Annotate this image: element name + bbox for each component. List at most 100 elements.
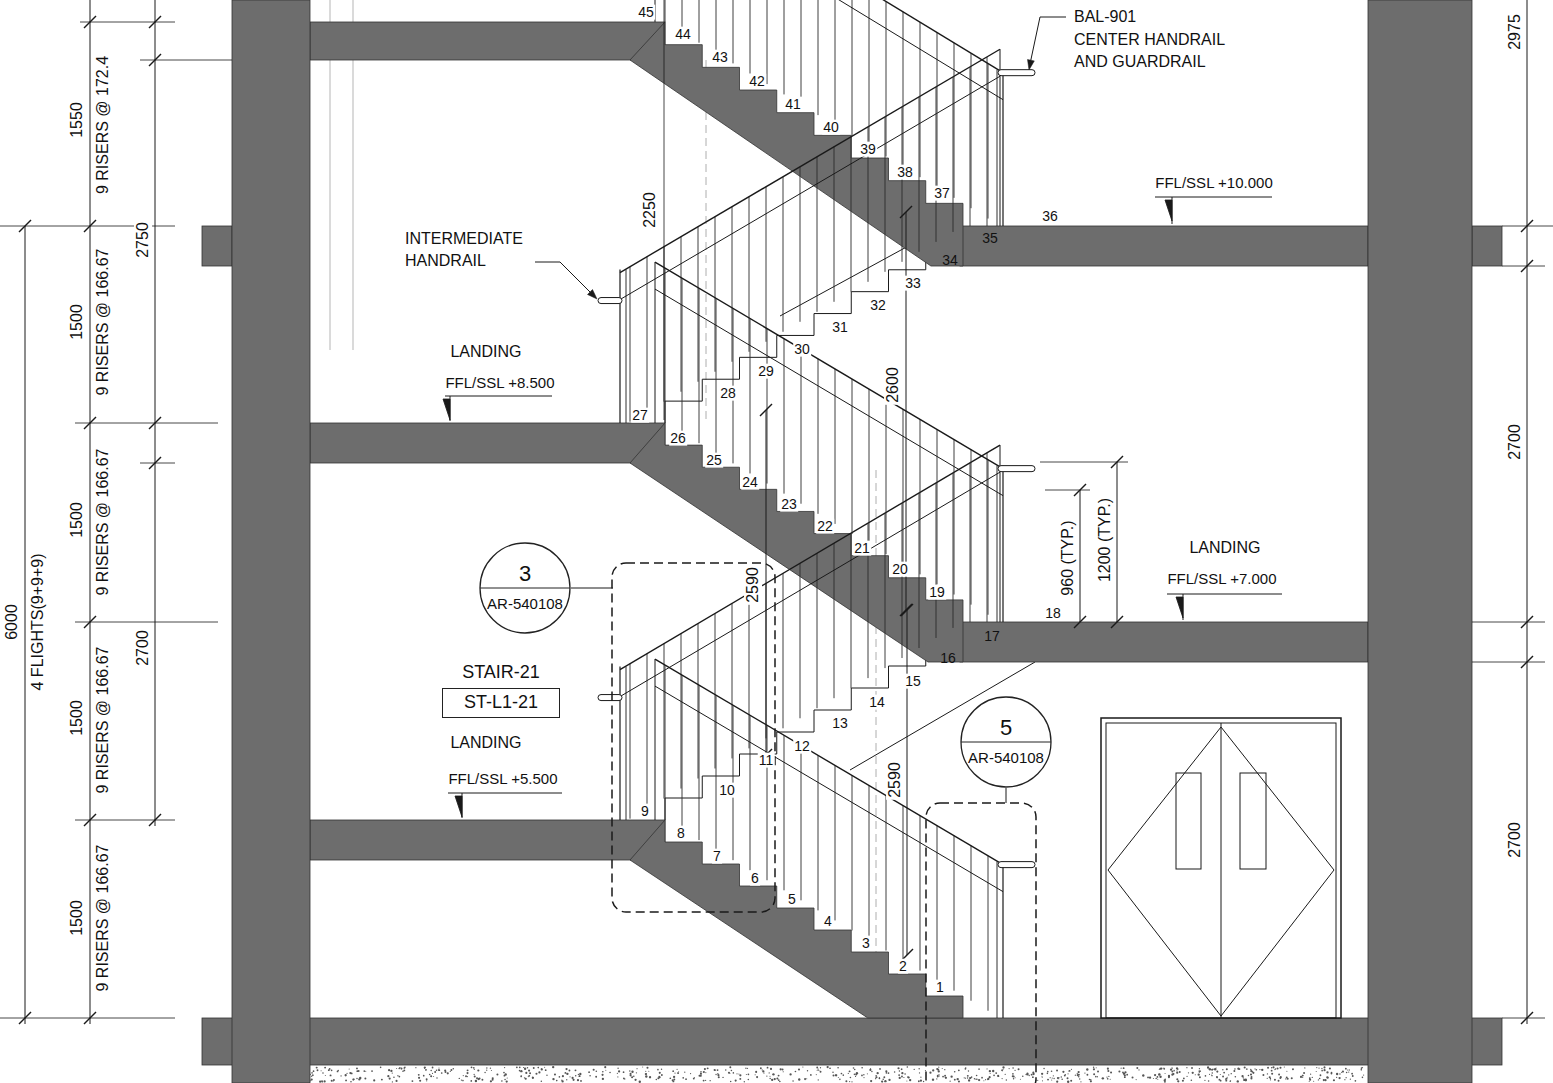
gravel-dot	[1310, 1074, 1311, 1075]
callout-number: 5	[1000, 717, 1012, 739]
extension-line	[0, 1018, 175, 1019]
step-number: 14	[868, 695, 886, 710]
gravel-dot	[1078, 1071, 1080, 1073]
gravel-dot	[1274, 1079, 1276, 1081]
gravel-dot	[490, 1080, 492, 1082]
baluster	[835, 369, 836, 524]
gravel-dot	[444, 1069, 446, 1071]
baluster	[988, 460, 989, 615]
gravel-dot	[537, 1067, 539, 1069]
gravel-dot	[533, 1067, 535, 1069]
gravel-dot	[1248, 1075, 1249, 1076]
gravel-dot	[633, 1075, 635, 1077]
gravel-dot	[1326, 1071, 1328, 1073]
gravel-dot	[365, 1071, 366, 1072]
gravel-dot	[1362, 1067, 1363, 1068]
gravel-dot	[471, 1066, 473, 1068]
gravel-dot	[833, 1075, 835, 1077]
gravel-dot	[1171, 1070, 1173, 1072]
dimension-text: 1200 (TYP.)	[1096, 496, 1114, 584]
gravel-dot	[901, 1076, 903, 1078]
gravel-dot	[1042, 1076, 1043, 1077]
gravel-dot	[767, 1067, 769, 1069]
gravel-dot	[1153, 1078, 1154, 1079]
baluster	[732, 207, 733, 362]
gravel-dot	[1025, 1074, 1026, 1075]
gravel-dot	[1262, 1074, 1264, 1076]
gravel-dot	[631, 1071, 633, 1073]
gravel-dot	[1089, 1079, 1091, 1081]
gravel-dot	[396, 1068, 397, 1069]
gravel-dot	[520, 1075, 522, 1077]
gravel-dot	[481, 1079, 483, 1081]
gravel-dot	[520, 1070, 522, 1072]
landing-slab	[310, 22, 665, 60]
gravel-dot	[918, 1068, 919, 1069]
hidden-line	[706, 60, 707, 420]
baluster	[835, 0, 836, 125]
gravel-dot	[1056, 1069, 1058, 1071]
gravel-dot	[1086, 1068, 1088, 1070]
gravel-dot	[484, 1072, 485, 1073]
gravel-dot	[398, 1076, 400, 1078]
gravel-dot	[521, 1076, 522, 1077]
gravel-dot	[863, 1074, 864, 1075]
baluster	[852, 379, 853, 534]
gravel-dot	[337, 1071, 339, 1073]
dimension-line	[1117, 462, 1118, 622]
baluster	[784, 0, 785, 94]
rail-post	[997, 466, 998, 622]
detail-callout: 5AR-540108	[960, 696, 1052, 788]
gravel-dot	[605, 1070, 606, 1071]
gravel-dot	[755, 1074, 756, 1075]
gravel-dot	[425, 1069, 426, 1070]
gravel-dot	[330, 1074, 332, 1076]
gravel-dot	[1309, 1081, 1310, 1082]
gravel-dot	[532, 1077, 534, 1079]
gravel-dot	[897, 1067, 899, 1069]
gravel-dot	[964, 1077, 965, 1078]
baluster	[885, 513, 886, 668]
gravel-dot	[771, 1079, 773, 1081]
step-number: 19	[928, 585, 946, 600]
gravel-dot	[356, 1067, 358, 1069]
gravel-dot	[901, 1069, 903, 1071]
handrail-extension	[998, 466, 1035, 472]
gravel-dot	[467, 1076, 468, 1077]
gravel-dot	[1271, 1073, 1273, 1075]
callout-circle	[479, 542, 571, 634]
baluster	[784, 735, 785, 890]
gravel-dot	[1342, 1071, 1344, 1073]
gravel-dot	[1020, 1079, 1021, 1080]
gravel-dot	[363, 1070, 365, 1072]
gravel-dot	[338, 1070, 339, 1071]
step-number: 21	[853, 541, 871, 556]
gravel-dot	[1287, 1078, 1289, 1080]
baluster	[715, 613, 716, 768]
step-number: 37	[933, 186, 951, 201]
gravel-dot	[965, 1068, 967, 1070]
gravel-dot	[1108, 1076, 1109, 1077]
gravel-dot	[1168, 1075, 1170, 1077]
baluster	[920, 816, 921, 971]
dimension-text: 2600	[884, 365, 902, 405]
gravel-dot	[474, 1075, 476, 1077]
gravel-dot	[1067, 1077, 1069, 1079]
stair-tag: STAIR-21ST-L1-21	[442, 688, 560, 718]
baluster	[749, 197, 750, 352]
gravel-dot	[855, 1076, 856, 1077]
gravel-dot	[1164, 1079, 1166, 1081]
callout-leader	[1006, 788, 1007, 803]
dimension-text: 6000	[3, 602, 21, 642]
gravel-dot	[1052, 1078, 1053, 1079]
gravel-dot	[981, 1077, 983, 1079]
gravel-dot	[358, 1070, 360, 1072]
gravel-dot	[1037, 1080, 1038, 1081]
gravel-dot	[636, 1072, 637, 1073]
baluster	[886, 1, 887, 156]
gravel-dot	[1051, 1079, 1052, 1080]
gravel-dot	[685, 1078, 687, 1080]
gravel-dot	[492, 1079, 494, 1081]
gravel-dot	[1095, 1076, 1097, 1078]
gravel-dot	[577, 1079, 579, 1081]
